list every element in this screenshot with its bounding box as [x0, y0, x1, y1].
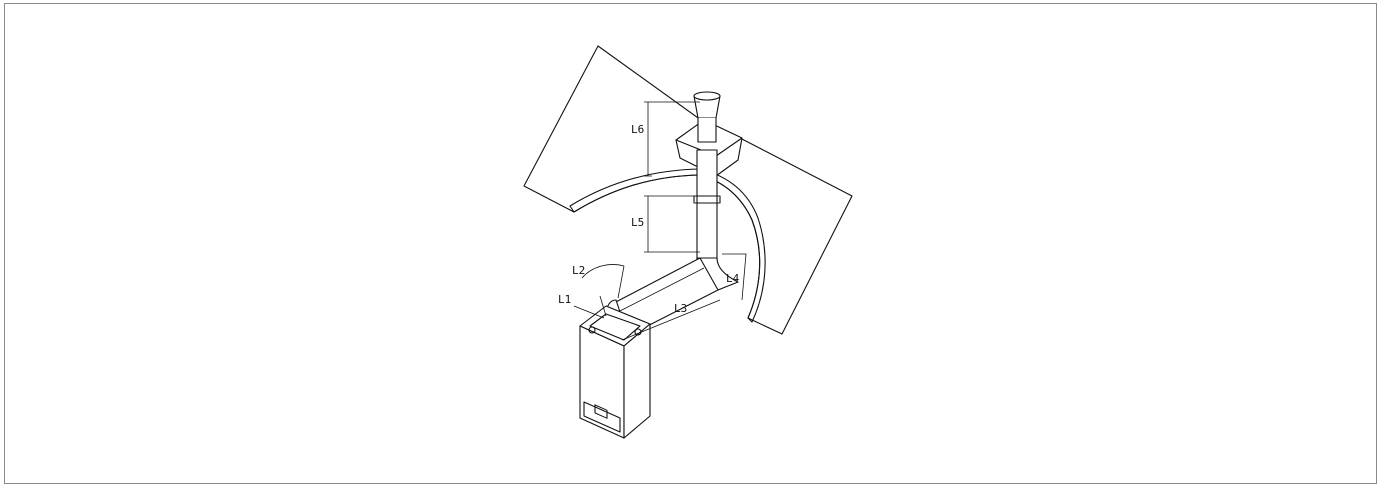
label-L5: L5	[631, 216, 644, 229]
dimension-L2	[581, 264, 625, 299]
label-L1: L1	[558, 293, 571, 306]
dimension-L5	[644, 195, 700, 253]
label-L2: L2	[572, 264, 585, 277]
dimension-L6	[644, 101, 700, 177]
label-L4: L4	[726, 272, 740, 285]
dimension-L3	[621, 299, 721, 341]
vertical-flue-pipe	[693, 149, 721, 261]
dimension-L1	[573, 295, 607, 319]
roof-left	[523, 45, 713, 213]
label-L6: L6	[631, 123, 644, 136]
label-L3: L3	[674, 302, 687, 315]
flue-terminal	[693, 91, 721, 143]
diagram-frame	[4, 3, 1377, 484]
boiler	[579, 305, 651, 439]
dimension-L4	[722, 253, 747, 301]
